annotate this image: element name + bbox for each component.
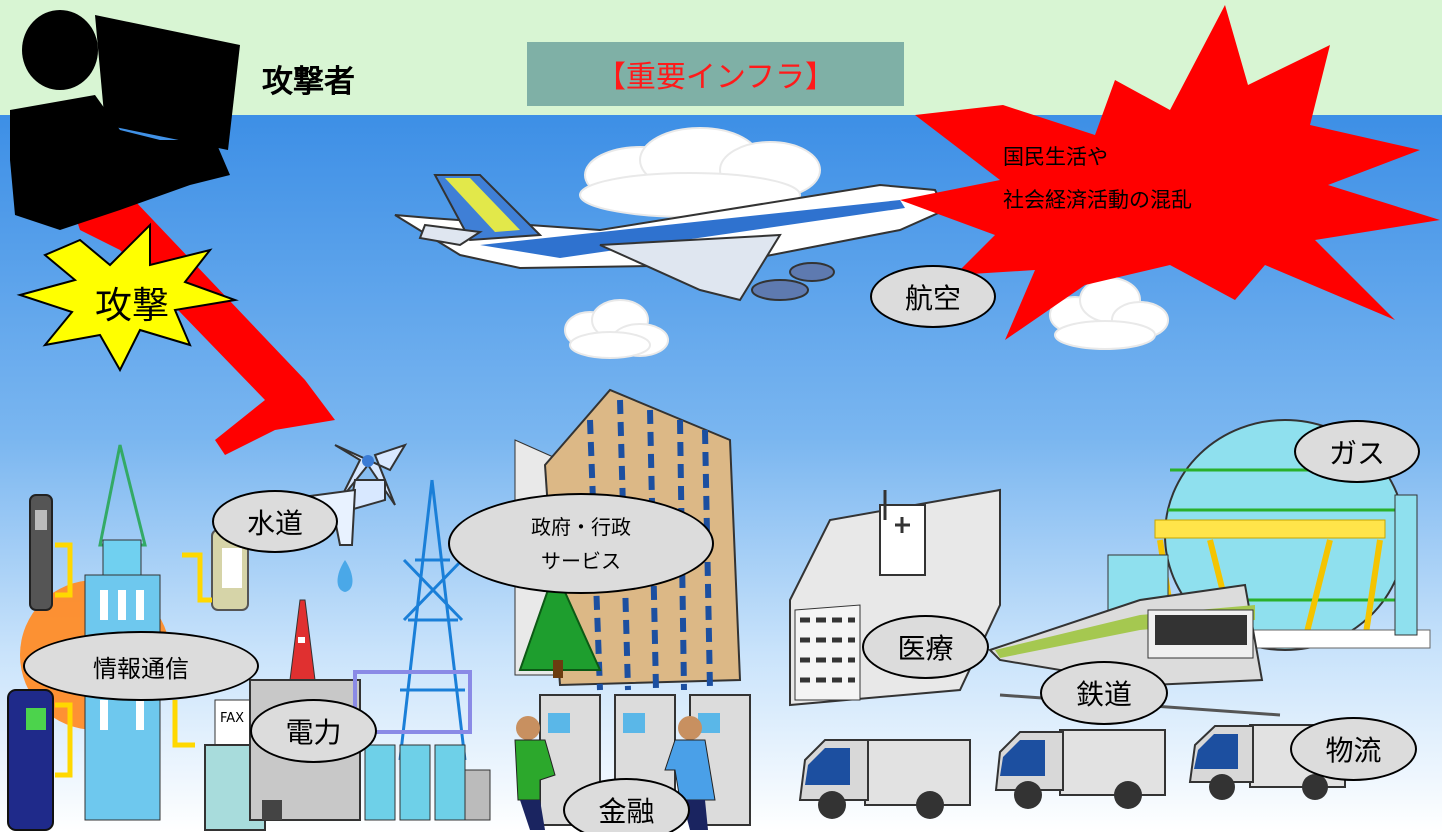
substation-icon <box>353 670 491 821</box>
sector-label-text: 物流 <box>1325 734 1382 767</box>
attack-label: 攻撃 <box>95 284 169 327</box>
sector-label-text: 水道 <box>246 506 303 540</box>
power-tower-icon <box>289 599 316 681</box>
person-icon <box>514 716 556 830</box>
tree-icon <box>518 567 602 678</box>
sector-label-water: 水道 <box>212 490 338 553</box>
sector-label-finance: 金融 <box>563 778 690 832</box>
mobile-phone-icon <box>29 494 53 611</box>
sector-label-government: 政府・行政 サービス <box>448 493 714 594</box>
sector-label-text: 鉄道 <box>1075 678 1132 711</box>
truck-icon <box>798 739 971 819</box>
impact-burst-icon <box>900 5 1440 340</box>
desk-phone-icon <box>211 529 249 611</box>
sector-label-railway: 鉄道 <box>1040 661 1168 725</box>
sector-label-text: ガス <box>1328 436 1385 470</box>
sector-label-text-line2: サービス <box>541 548 621 573</box>
truck-icon <box>994 729 1166 809</box>
impact-text-line2: 社会経済活動の混乱 <box>1003 188 1192 212</box>
sector-label-text: 電力 <box>285 716 342 749</box>
sector-label-electricity: 電力 <box>250 699 377 763</box>
impact-text-line1: 国民生活や <box>1003 145 1108 169</box>
sector-label-telecom: 情報通信 <box>23 631 259 701</box>
sector-label-text: 航空 <box>904 281 961 315</box>
page-title: 【重要インフラ】 <box>527 42 904 106</box>
page-title-text: 【重要インフラ】 <box>595 60 836 95</box>
sector-label-logistics: 物流 <box>1290 717 1417 781</box>
mobile-phone-icon <box>7 689 54 831</box>
attack-star-icon <box>16 222 239 373</box>
sector-label-text: 医療 <box>897 632 954 665</box>
attacker-silhouette-icon <box>10 10 240 230</box>
sector-label-aviation: 航空 <box>870 265 996 328</box>
fax-text: FAX <box>220 711 244 726</box>
sector-label-gas: ガス <box>1294 420 1420 483</box>
sector-label-text: 情報通信 <box>93 654 189 683</box>
cloud-icon <box>1049 277 1169 350</box>
sector-label-text-line1: 政府・行政 <box>531 514 631 539</box>
connection-lines <box>55 542 212 778</box>
sector-label-text: 金融 <box>598 795 655 828</box>
transmission-tower-icon <box>398 479 467 761</box>
airplane-icon <box>394 174 947 302</box>
sector-label-medical: 医療 <box>862 615 989 679</box>
attacker-label: 攻撃者 <box>262 64 355 100</box>
cloud-icon <box>564 299 669 359</box>
